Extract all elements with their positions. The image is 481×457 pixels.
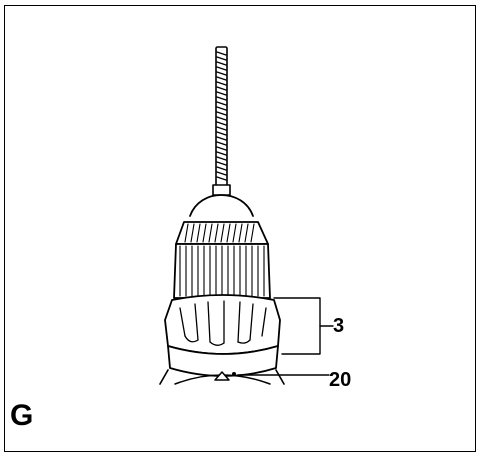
gear-selector-ring: [159, 345, 285, 385]
torque-collar: [164, 294, 281, 355]
callout-label-3: 3: [333, 315, 345, 337]
chuck: [173, 194, 271, 299]
figure-letter: G: [10, 399, 34, 432]
figure-frame: [4, 5, 476, 452]
callout-label-20: 20: [329, 369, 352, 391]
drill-bit: [212, 46, 231, 196]
leader-lines: [237, 297, 334, 376]
